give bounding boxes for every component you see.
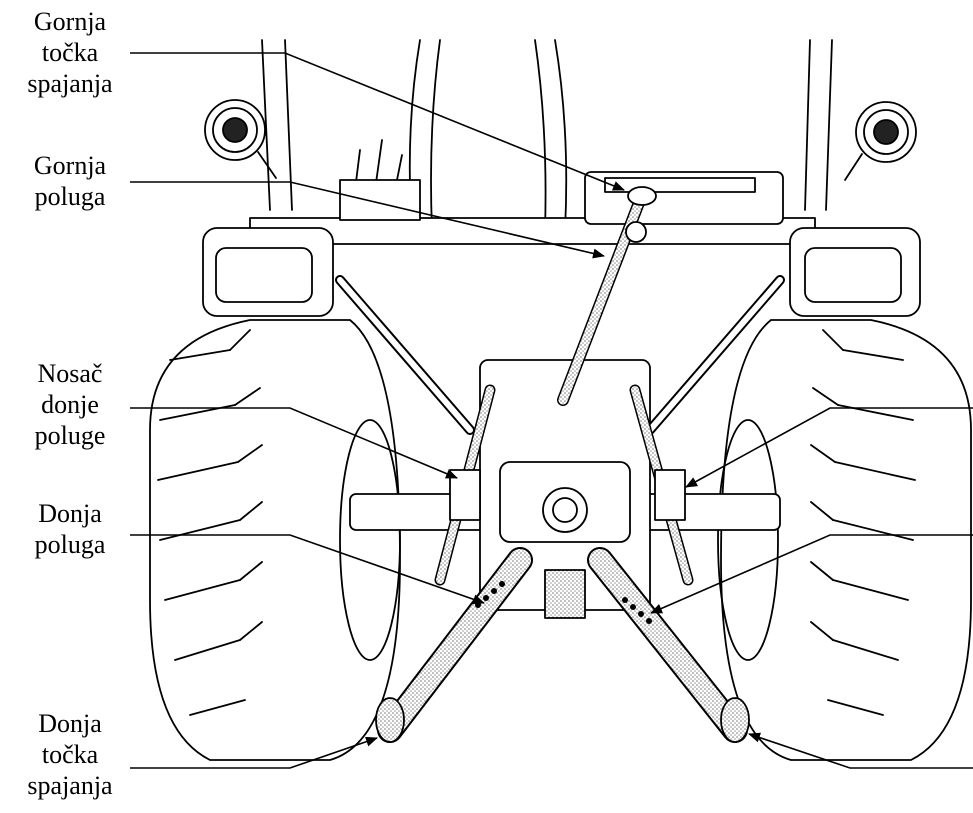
- right-tail-lamp: [804, 247, 902, 303]
- top-link-eye: [625, 221, 647, 243]
- right-lower-link-bracket: [654, 469, 686, 521]
- seat-back: [584, 171, 784, 225]
- left-rear-tire: [149, 319, 401, 761]
- left-lower-link-bracket: [449, 469, 481, 521]
- callout-lines: [130, 52, 973, 769]
- right-lower-hitch-ball: [720, 697, 750, 743]
- left-fender-box: [202, 227, 334, 317]
- pto-shield: [499, 461, 631, 543]
- top-hitch-pin: [627, 186, 657, 206]
- rops-right-post: [804, 39, 833, 211]
- left-tail-lamp: [215, 247, 313, 303]
- callout-lower-link-right: [650, 534, 973, 614]
- rops-left-post: [261, 39, 293, 211]
- toolbox: [604, 177, 756, 193]
- label-lower-link-bracket: Nosač donje poluge: [34, 359, 106, 450]
- tractor-drawing: [149, 39, 972, 761]
- right-lift-arm-inner: [647, 277, 783, 433]
- left-work-lamp-icon: [204, 99, 277, 179]
- right-rear-tire: [717, 319, 972, 761]
- callout-lower-link-left: [130, 534, 485, 605]
- callout-upper-link: [130, 181, 605, 259]
- callout-lower-link-bracket-right: [685, 407, 973, 488]
- lever-box: [339, 179, 421, 221]
- label-lower-hitch-point: Donja točka spajanja: [27, 709, 113, 800]
- label-upper-link: Gornja poluga: [33, 151, 107, 211]
- right-link-holes: [622, 597, 652, 624]
- drawbar: [544, 569, 586, 619]
- callout-lower-hitch-point-right: [748, 732, 973, 769]
- left-lift-arm-inner: [337, 277, 473, 433]
- callout-upper-hitch-point: [130, 52, 625, 191]
- callout-lower-link-bracket-left: [130, 407, 458, 479]
- label-lower-link: Donja poluga: [34, 499, 106, 559]
- left-lower-hitch-ball: [375, 697, 405, 743]
- pto-shaft: [542, 487, 588, 533]
- rops-arch-right: [534, 39, 568, 231]
- right-work-lamp-icon: [844, 101, 917, 181]
- right-axle-housing: [629, 493, 781, 531]
- right-fender-box: [789, 227, 921, 317]
- label-upper-hitch-point: Gornja točka spajanja: [27, 7, 113, 98]
- callout-lower-hitch-point-left: [130, 736, 378, 769]
